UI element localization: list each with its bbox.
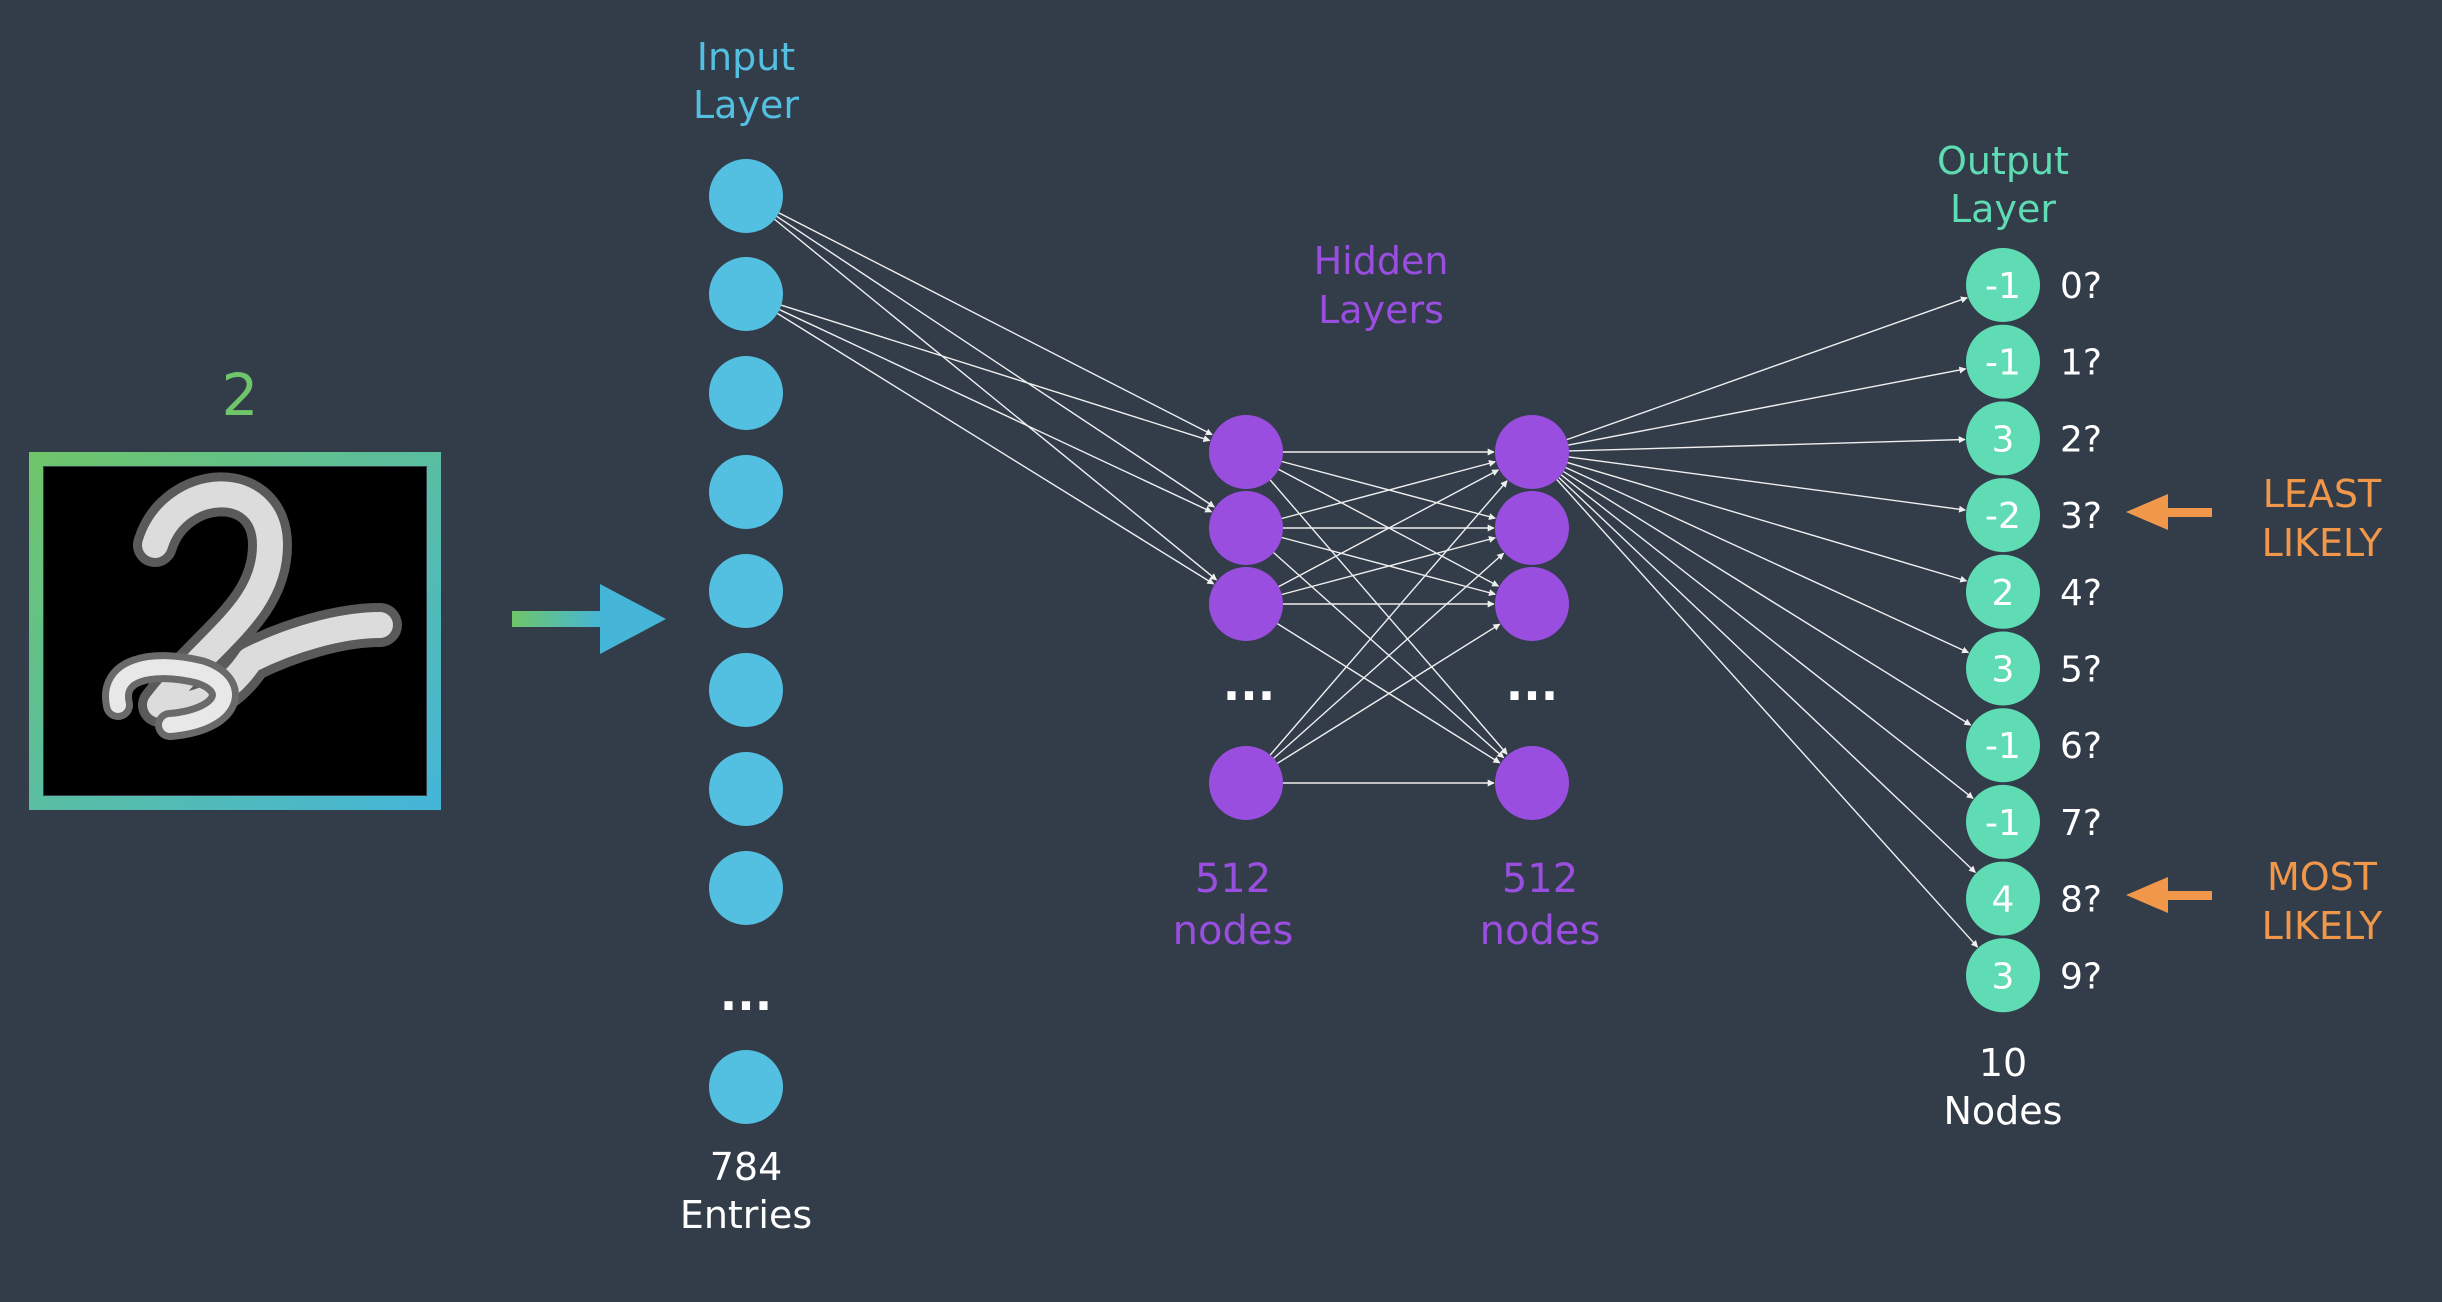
hidden-node — [1209, 491, 1283, 565]
hidden-node — [1209, 567, 1283, 641]
hidden-layer-1-nodes — [1209, 415, 1283, 820]
hidden-layer-2-nodes — [1495, 415, 1569, 820]
output-node-label: 1? — [2060, 343, 2102, 384]
least-likely-label-2: LIKELY — [2262, 521, 2383, 565]
least-likely-arrow — [2126, 494, 2212, 530]
output-node — [1966, 938, 2040, 1013]
hidden-node — [1495, 746, 1569, 820]
input-node — [709, 455, 783, 529]
hidden-layer-2-count: 512 — [1502, 856, 1578, 902]
output-node-value: -2 — [1985, 496, 2021, 537]
input-layer-title-1: Input — [697, 35, 795, 79]
input-ellipsis: ... — [720, 967, 772, 1021]
output-node-label: 9? — [2060, 956, 2102, 997]
hidden-layer-1-ellipsis: ... — [1223, 657, 1275, 711]
output-node-label: 8? — [2060, 880, 2102, 921]
output-node-value: 4 — [1992, 880, 2015, 921]
output-layer-title-1: Output — [1937, 139, 2069, 183]
input-node — [709, 752, 783, 826]
output-node — [1966, 784, 2040, 859]
input-nodes — [709, 159, 783, 1124]
output-node — [1966, 708, 2040, 783]
output-node-value: -1 — [1985, 803, 2021, 844]
output-node — [1966, 478, 2040, 553]
input-node — [709, 653, 783, 727]
output-node — [1966, 248, 2040, 322]
output-node-value: 3 — [1992, 419, 2015, 460]
output-node-label: 3? — [2060, 496, 2102, 537]
most-likely-arrow — [2126, 877, 2212, 913]
output-node-value: -1 — [1985, 266, 2021, 307]
output-node-value: -1 — [1985, 343, 2021, 384]
digit-image — [29, 452, 441, 810]
hidden-layers-title-1: Hidden — [1314, 239, 1449, 283]
output-node-label: 5? — [2060, 650, 2102, 691]
output-node-label: 0? — [2060, 266, 2102, 307]
input-node — [709, 356, 783, 430]
connections — [774, 212, 1979, 948]
output-node-value: 2 — [1992, 573, 2015, 614]
hidden-node — [1495, 567, 1569, 641]
output-count-unit: Nodes — [1944, 1089, 2063, 1133]
output-node-label: 4? — [2060, 573, 2102, 614]
output-node — [1966, 324, 2040, 399]
most-likely-label-1: MOST — [2267, 855, 2378, 899]
output-node-label: 6? — [2060, 726, 2102, 767]
hidden-node — [1495, 415, 1569, 489]
input-node — [709, 851, 783, 925]
hidden-layers-title-2: Layers — [1318, 288, 1444, 332]
hidden-layer-2-count-unit: nodes — [1480, 908, 1601, 954]
hidden-node — [1209, 746, 1283, 820]
input-layer-title-2: Layer — [693, 83, 799, 127]
output-layer-title-2: Layer — [1950, 187, 2056, 231]
input-node — [709, 1050, 783, 1124]
most-likely-label-2: LIKELY — [2262, 904, 2383, 948]
output-node — [1966, 554, 2040, 629]
hidden-node — [1209, 415, 1283, 489]
input-count: 784 — [710, 1145, 783, 1189]
hidden-layer-1-count: 512 — [1195, 856, 1271, 902]
input-node — [709, 159, 783, 233]
output-node-label: 2? — [2060, 419, 2102, 460]
output-node-label: 7? — [2060, 803, 2102, 844]
output-node-value: 3 — [1992, 956, 2015, 997]
input-count-unit: Entries — [680, 1193, 812, 1237]
output-node — [1966, 631, 2040, 706]
hidden-layer-2-ellipsis: ... — [1506, 657, 1558, 711]
input-node — [709, 257, 783, 331]
output-node — [1966, 861, 2040, 936]
hidden-layer-1-count-unit: nodes — [1173, 908, 1294, 954]
output-nodes: -1 0? -1 1? 3 2? -2 3? 2 4? 3 5? -1 6? -1 7? 4 8? 3 9? — [1966, 248, 2102, 1013]
output-node — [1966, 401, 2040, 476]
output-count: 10 — [1979, 1041, 2027, 1085]
output-node-value: -1 — [1985, 726, 2021, 767]
hidden-node — [1495, 491, 1569, 565]
digit-label: 2 — [222, 361, 259, 429]
input-node — [709, 554, 783, 628]
least-likely-label-1: LEAST — [2263, 472, 2382, 516]
output-node-value: 3 — [1992, 650, 2015, 691]
input-arrow — [512, 584, 666, 654]
